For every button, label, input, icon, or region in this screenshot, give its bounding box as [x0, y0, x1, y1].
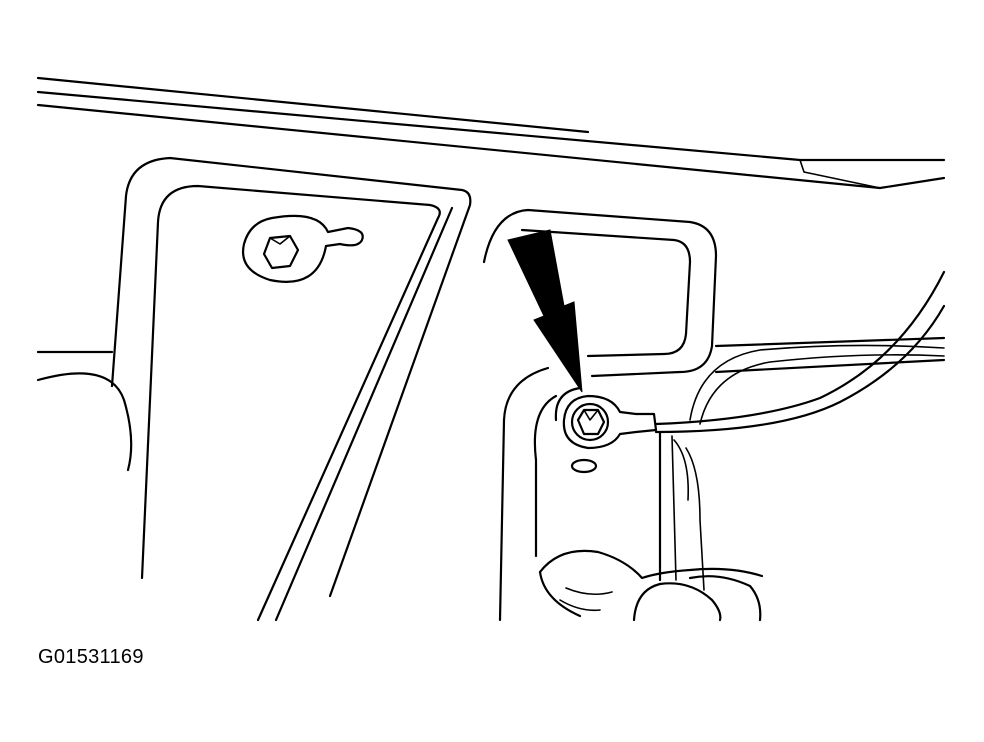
wire-harness — [654, 270, 946, 434]
hand — [538, 549, 764, 622]
left-lower-panel — [36, 350, 133, 472]
upper-panel-seam — [36, 76, 946, 190]
figure-code: G01531169 — [38, 646, 144, 668]
right-bracket — [482, 208, 718, 622]
callout-arrow — [507, 229, 583, 393]
right-side-panel — [673, 336, 946, 591]
left-panel-outline — [110, 156, 472, 622]
upper-bolt — [241, 214, 364, 283]
ground-bolt — [554, 386, 658, 450]
arrow-down-right-icon — [507, 229, 583, 393]
